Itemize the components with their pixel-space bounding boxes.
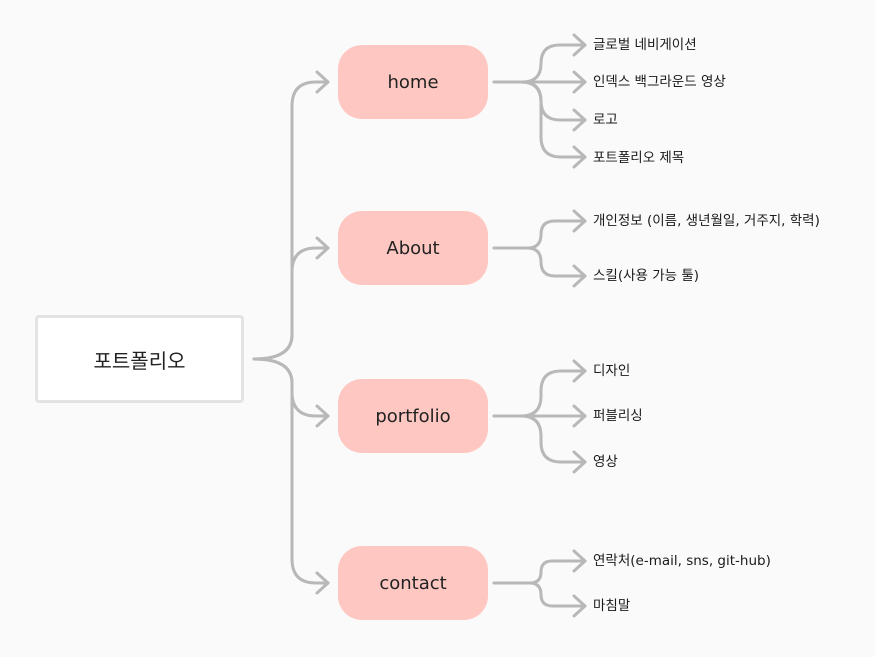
arrow-head <box>572 404 587 428</box>
leaf-node[interactable]: 스킬(사용 가능 툴) <box>593 268 700 284</box>
branch-to-leaf-connector <box>492 369 587 418</box>
branch-label: contact <box>379 572 447 594</box>
leaf-node[interactable]: 영상 <box>593 454 618 470</box>
branch-to-leaf-connector <box>492 219 587 250</box>
leaf-node[interactable]: 포트폴리오 제목 <box>593 150 685 166</box>
branch-to-leaf-connector <box>492 559 587 585</box>
arrow-head <box>572 549 587 573</box>
arrow-head <box>572 33 587 57</box>
arrow-head <box>315 70 330 94</box>
branch-label: portfolio <box>375 405 451 427</box>
branch-to-leaf-connector <box>492 43 587 84</box>
root-node[interactable]: 포트폴리오 <box>35 315 244 403</box>
branch-node-portfolio[interactable]: portfolio <box>338 379 488 453</box>
root-label: 포트폴리오 <box>93 348 186 373</box>
arrow-head <box>315 404 330 428</box>
arrow-head <box>572 108 587 132</box>
arrow-head <box>572 264 587 288</box>
branch-to-leaf-connector <box>492 414 587 464</box>
branch-node-contact[interactable]: contact <box>338 546 488 620</box>
leaf-node[interactable]: 로고 <box>593 112 618 128</box>
branch-to-leaf-connector <box>492 246 587 278</box>
arrow-head <box>572 209 587 233</box>
leaf-node[interactable]: 마침말 <box>593 598 631 614</box>
leaf-node[interactable]: 글로벌 네비게이션 <box>593 37 697 53</box>
arrow-head <box>572 594 587 618</box>
branch-node-about[interactable]: About <box>338 211 488 285</box>
arrow-head <box>572 450 587 474</box>
leaf-node[interactable]: 인덱스 백그라운드 영상 <box>593 74 726 90</box>
arrow-head <box>572 145 587 169</box>
leaf-node[interactable]: 개인정보 (이름, 생년월일, 거주지, 학력) <box>593 213 820 229</box>
arrow-head <box>572 359 587 383</box>
branch-label: home <box>387 71 439 93</box>
leaf-node[interactable]: 연락처(e-mail, sns, git-hub) <box>593 553 771 569</box>
branch-to-leaf-connector <box>492 80 587 159</box>
branch-node-home[interactable]: home <box>338 45 488 119</box>
branch-to-leaf-connector <box>492 581 587 608</box>
leaf-node[interactable]: 퍼블리싱 <box>593 408 643 424</box>
arrow-head <box>315 236 330 260</box>
root-to-branch-connector <box>252 357 330 585</box>
arrow-head <box>572 70 587 94</box>
root-to-branch-connector <box>252 246 330 361</box>
arrow-head <box>315 571 330 595</box>
leaf-node[interactable]: 디자인 <box>593 363 631 379</box>
branch-label: About <box>386 237 440 259</box>
